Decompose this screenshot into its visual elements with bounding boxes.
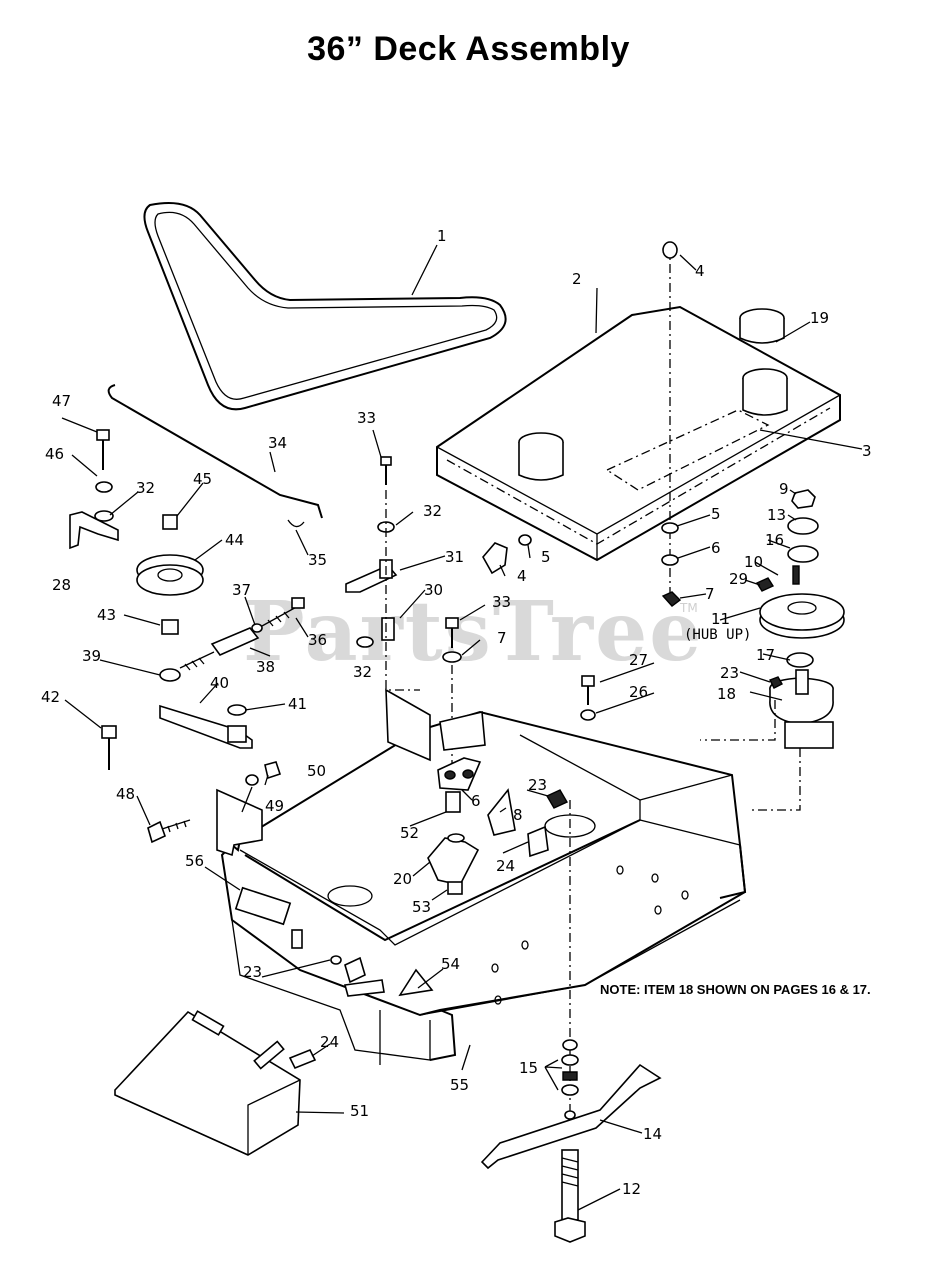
callout-47: 47 bbox=[52, 392, 71, 410]
callout-49: 49 bbox=[265, 797, 284, 815]
leader-lines bbox=[61, 244, 863, 1211]
callout-40: 40 bbox=[210, 674, 229, 692]
part-spindle-stack bbox=[700, 489, 845, 811]
callout-32: 32 bbox=[136, 479, 155, 497]
note-text: NOTE: ITEM 18 SHOWN ON PAGES 16 & 17. bbox=[600, 982, 871, 997]
callout-37: 37 bbox=[232, 581, 251, 599]
callout-1: 1 bbox=[437, 227, 447, 245]
callout-26: 26 bbox=[629, 683, 648, 701]
callout-16: 16 bbox=[765, 531, 784, 549]
page-title: 36” Deck Assembly bbox=[307, 30, 630, 68]
callout-3: 3 bbox=[862, 442, 872, 460]
callout-6: 6 bbox=[711, 539, 721, 557]
hub-up-note: (HUB UP) bbox=[684, 627, 751, 643]
callout-24: 24 bbox=[320, 1033, 339, 1051]
watermark-trademark: TM bbox=[679, 601, 698, 615]
part-idler-assembly bbox=[69, 429, 305, 770]
callout-34: 34 bbox=[268, 434, 287, 452]
callout-55: 55 bbox=[450, 1076, 469, 1094]
callout-56: 56 bbox=[185, 852, 204, 870]
callout-51: 51 bbox=[350, 1102, 369, 1120]
callout-54: 54 bbox=[441, 955, 460, 973]
callout-10: 10 bbox=[744, 553, 763, 571]
callout-2: 2 bbox=[572, 270, 582, 288]
part-discharge-chute bbox=[114, 1010, 317, 1156]
callout-43: 43 bbox=[97, 606, 116, 624]
callout-42: 42 bbox=[41, 688, 60, 706]
callout-18: 18 bbox=[717, 685, 736, 703]
callout-29: 29 bbox=[729, 570, 748, 588]
callout-52: 52 bbox=[400, 824, 419, 842]
callout-33: 33 bbox=[357, 409, 376, 427]
callout-36: 36 bbox=[308, 631, 327, 649]
callout-4: 4 bbox=[517, 567, 527, 585]
callout-14: 14 bbox=[643, 1125, 662, 1143]
callout-9: 9 bbox=[779, 480, 789, 498]
callout-15: 15 bbox=[519, 1059, 538, 1077]
callout-33: 33 bbox=[492, 593, 511, 611]
callout-7: 7 bbox=[497, 629, 507, 647]
callout-20: 20 bbox=[393, 870, 412, 888]
callout-5: 5 bbox=[711, 505, 721, 523]
callout-23: 23 bbox=[528, 776, 547, 794]
part-center-hardware bbox=[345, 241, 682, 770]
callout-11: 11 bbox=[711, 610, 730, 628]
callout-24: 24 bbox=[496, 857, 515, 875]
callout-28: 28 bbox=[52, 576, 71, 594]
callout-44: 44 bbox=[225, 531, 244, 549]
callout-41: 41 bbox=[288, 695, 307, 713]
callout-38: 38 bbox=[256, 658, 275, 676]
callout-35: 35 bbox=[308, 551, 327, 569]
watermark: PartsTree bbox=[243, 584, 703, 680]
part-deck-housing bbox=[216, 688, 747, 1065]
callout-23: 23 bbox=[720, 664, 739, 682]
callout-48: 48 bbox=[116, 785, 135, 803]
callout-39: 39 bbox=[82, 647, 101, 665]
callout-32: 32 bbox=[353, 663, 372, 681]
callout-45: 45 bbox=[193, 470, 212, 488]
callout-19: 19 bbox=[810, 309, 829, 327]
callout-5: 5 bbox=[541, 548, 551, 566]
callout-6: 6 bbox=[471, 792, 481, 810]
callout-23: 23 bbox=[243, 963, 262, 981]
callout-27: 27 bbox=[629, 651, 648, 669]
part-deck-cover bbox=[436, 305, 841, 562]
part-blade bbox=[480, 1039, 662, 1243]
callout-53: 53 bbox=[412, 898, 431, 916]
callout-50: 50 bbox=[307, 762, 326, 780]
callout-13: 13 bbox=[767, 506, 786, 524]
part-belt bbox=[143, 202, 507, 411]
callout-31: 31 bbox=[445, 548, 464, 566]
part-cable bbox=[107, 384, 323, 519]
callout-labels: 1 2 3 4 4 5 5 6 6 7 7 8 9 10 11 12 13 14… bbox=[41, 227, 872, 1198]
callout-17: 17 bbox=[756, 646, 775, 664]
callout-30: 30 bbox=[424, 581, 443, 599]
callout-32: 32 bbox=[423, 502, 442, 520]
part-side-hardware bbox=[147, 761, 282, 844]
callout-46: 46 bbox=[45, 445, 64, 463]
callout-8: 8 bbox=[513, 806, 523, 824]
callout-7: 7 bbox=[705, 585, 715, 603]
callout-12: 12 bbox=[622, 1180, 641, 1198]
callout-4: 4 bbox=[695, 262, 705, 280]
